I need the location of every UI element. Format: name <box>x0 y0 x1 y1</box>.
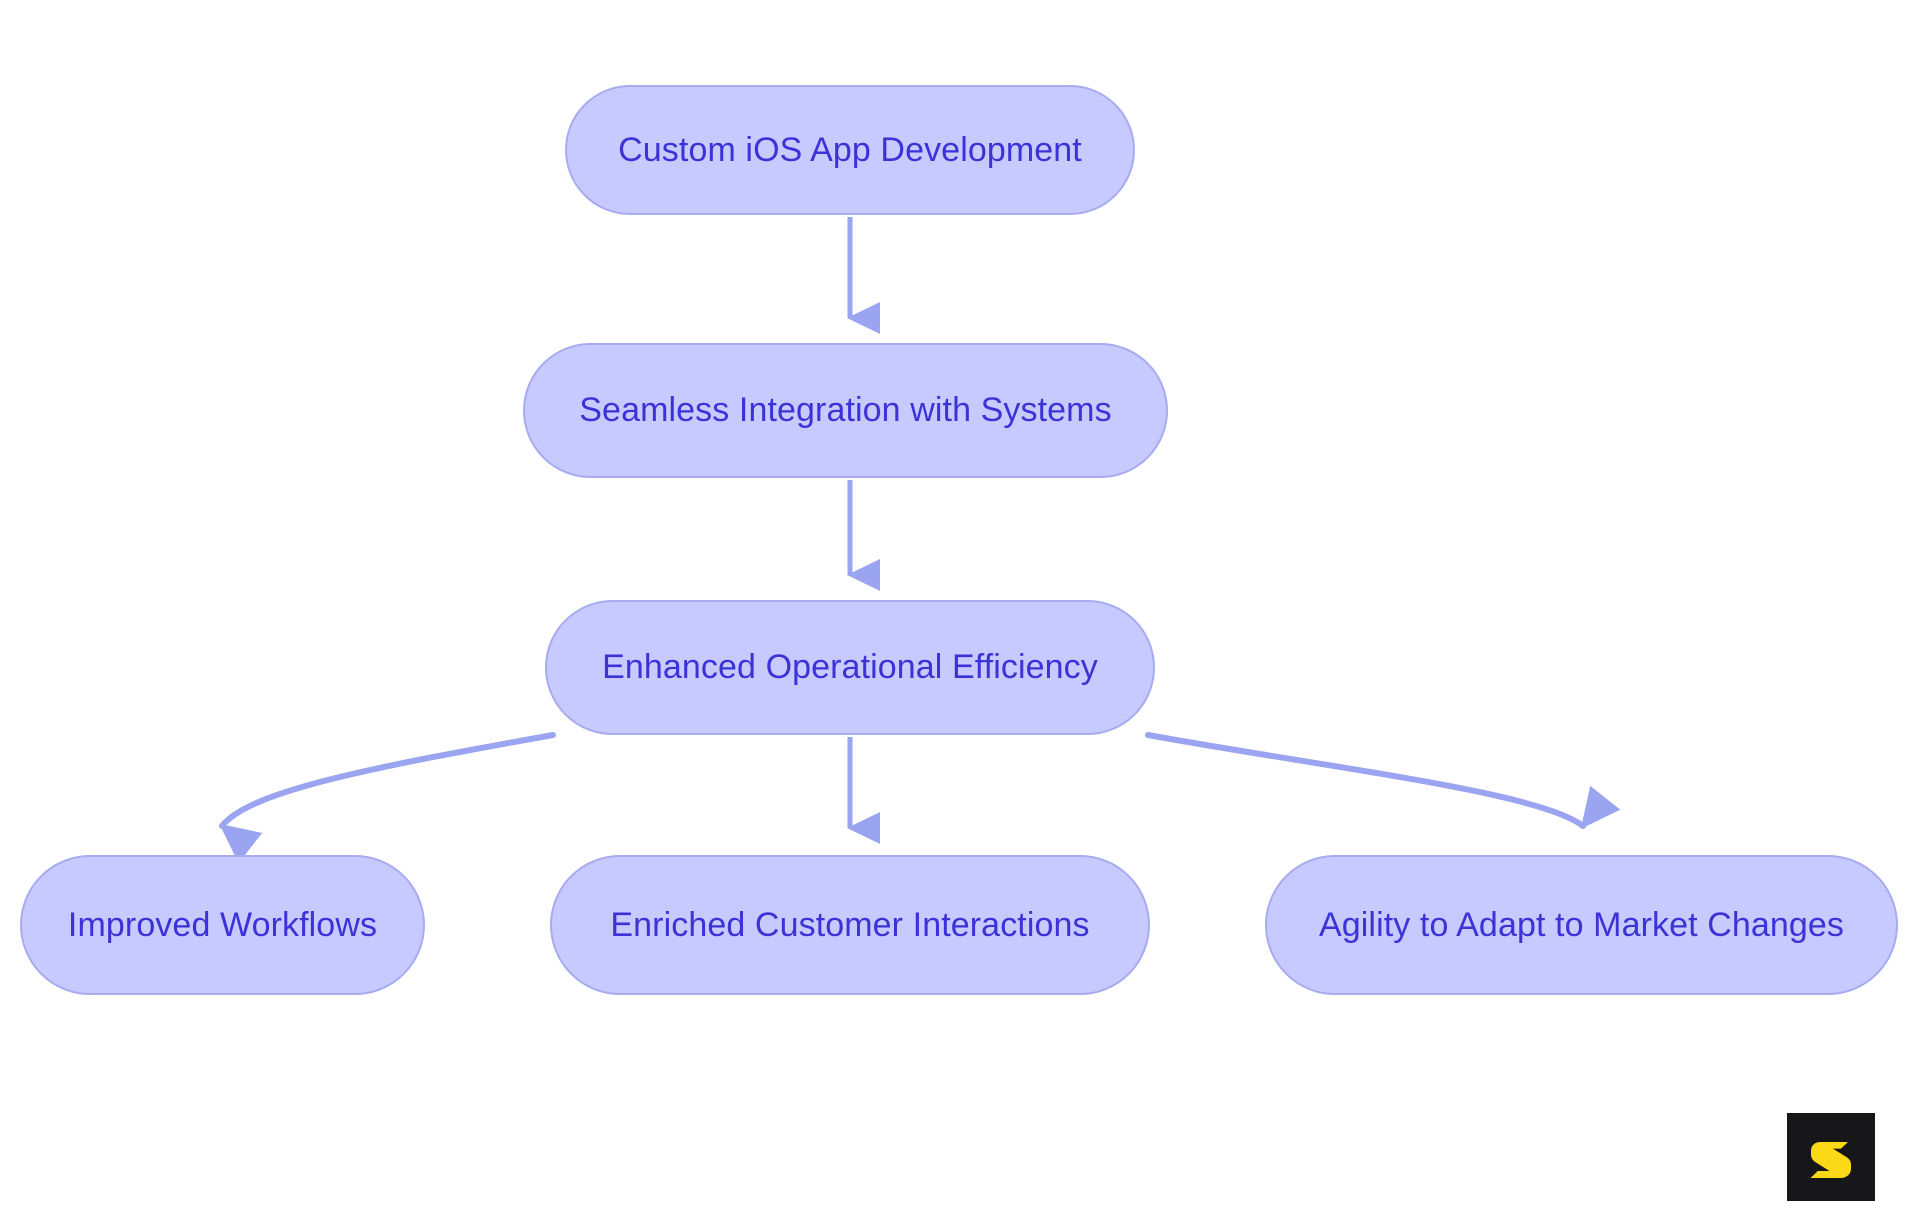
flow-node-agility-to-adapt-to-market-changes[interactable]: Agility to Adapt to Market Changes <box>1265 855 1898 995</box>
flow-node-seamless-integration-with-systems[interactable]: Seamless Integration with Systems <box>523 343 1168 478</box>
flow-node-improved-workflows[interactable]: Improved Workflows <box>20 855 425 995</box>
flow-node-enriched-customer-interactions[interactable]: Enriched Customer Interactions <box>550 855 1150 995</box>
flow-node-enhanced-operational-efficiency[interactable]: Enhanced Operational Efficiency <box>545 600 1155 735</box>
flow-node-custom-ios-app-development[interactable]: Custom iOS App Development <box>565 85 1135 215</box>
edge-efficiency-to-workflows <box>219 732 556 864</box>
edge-efficiency-to-agility <box>1145 732 1621 829</box>
scrapbook-s-logo-icon <box>1787 1113 1875 1201</box>
